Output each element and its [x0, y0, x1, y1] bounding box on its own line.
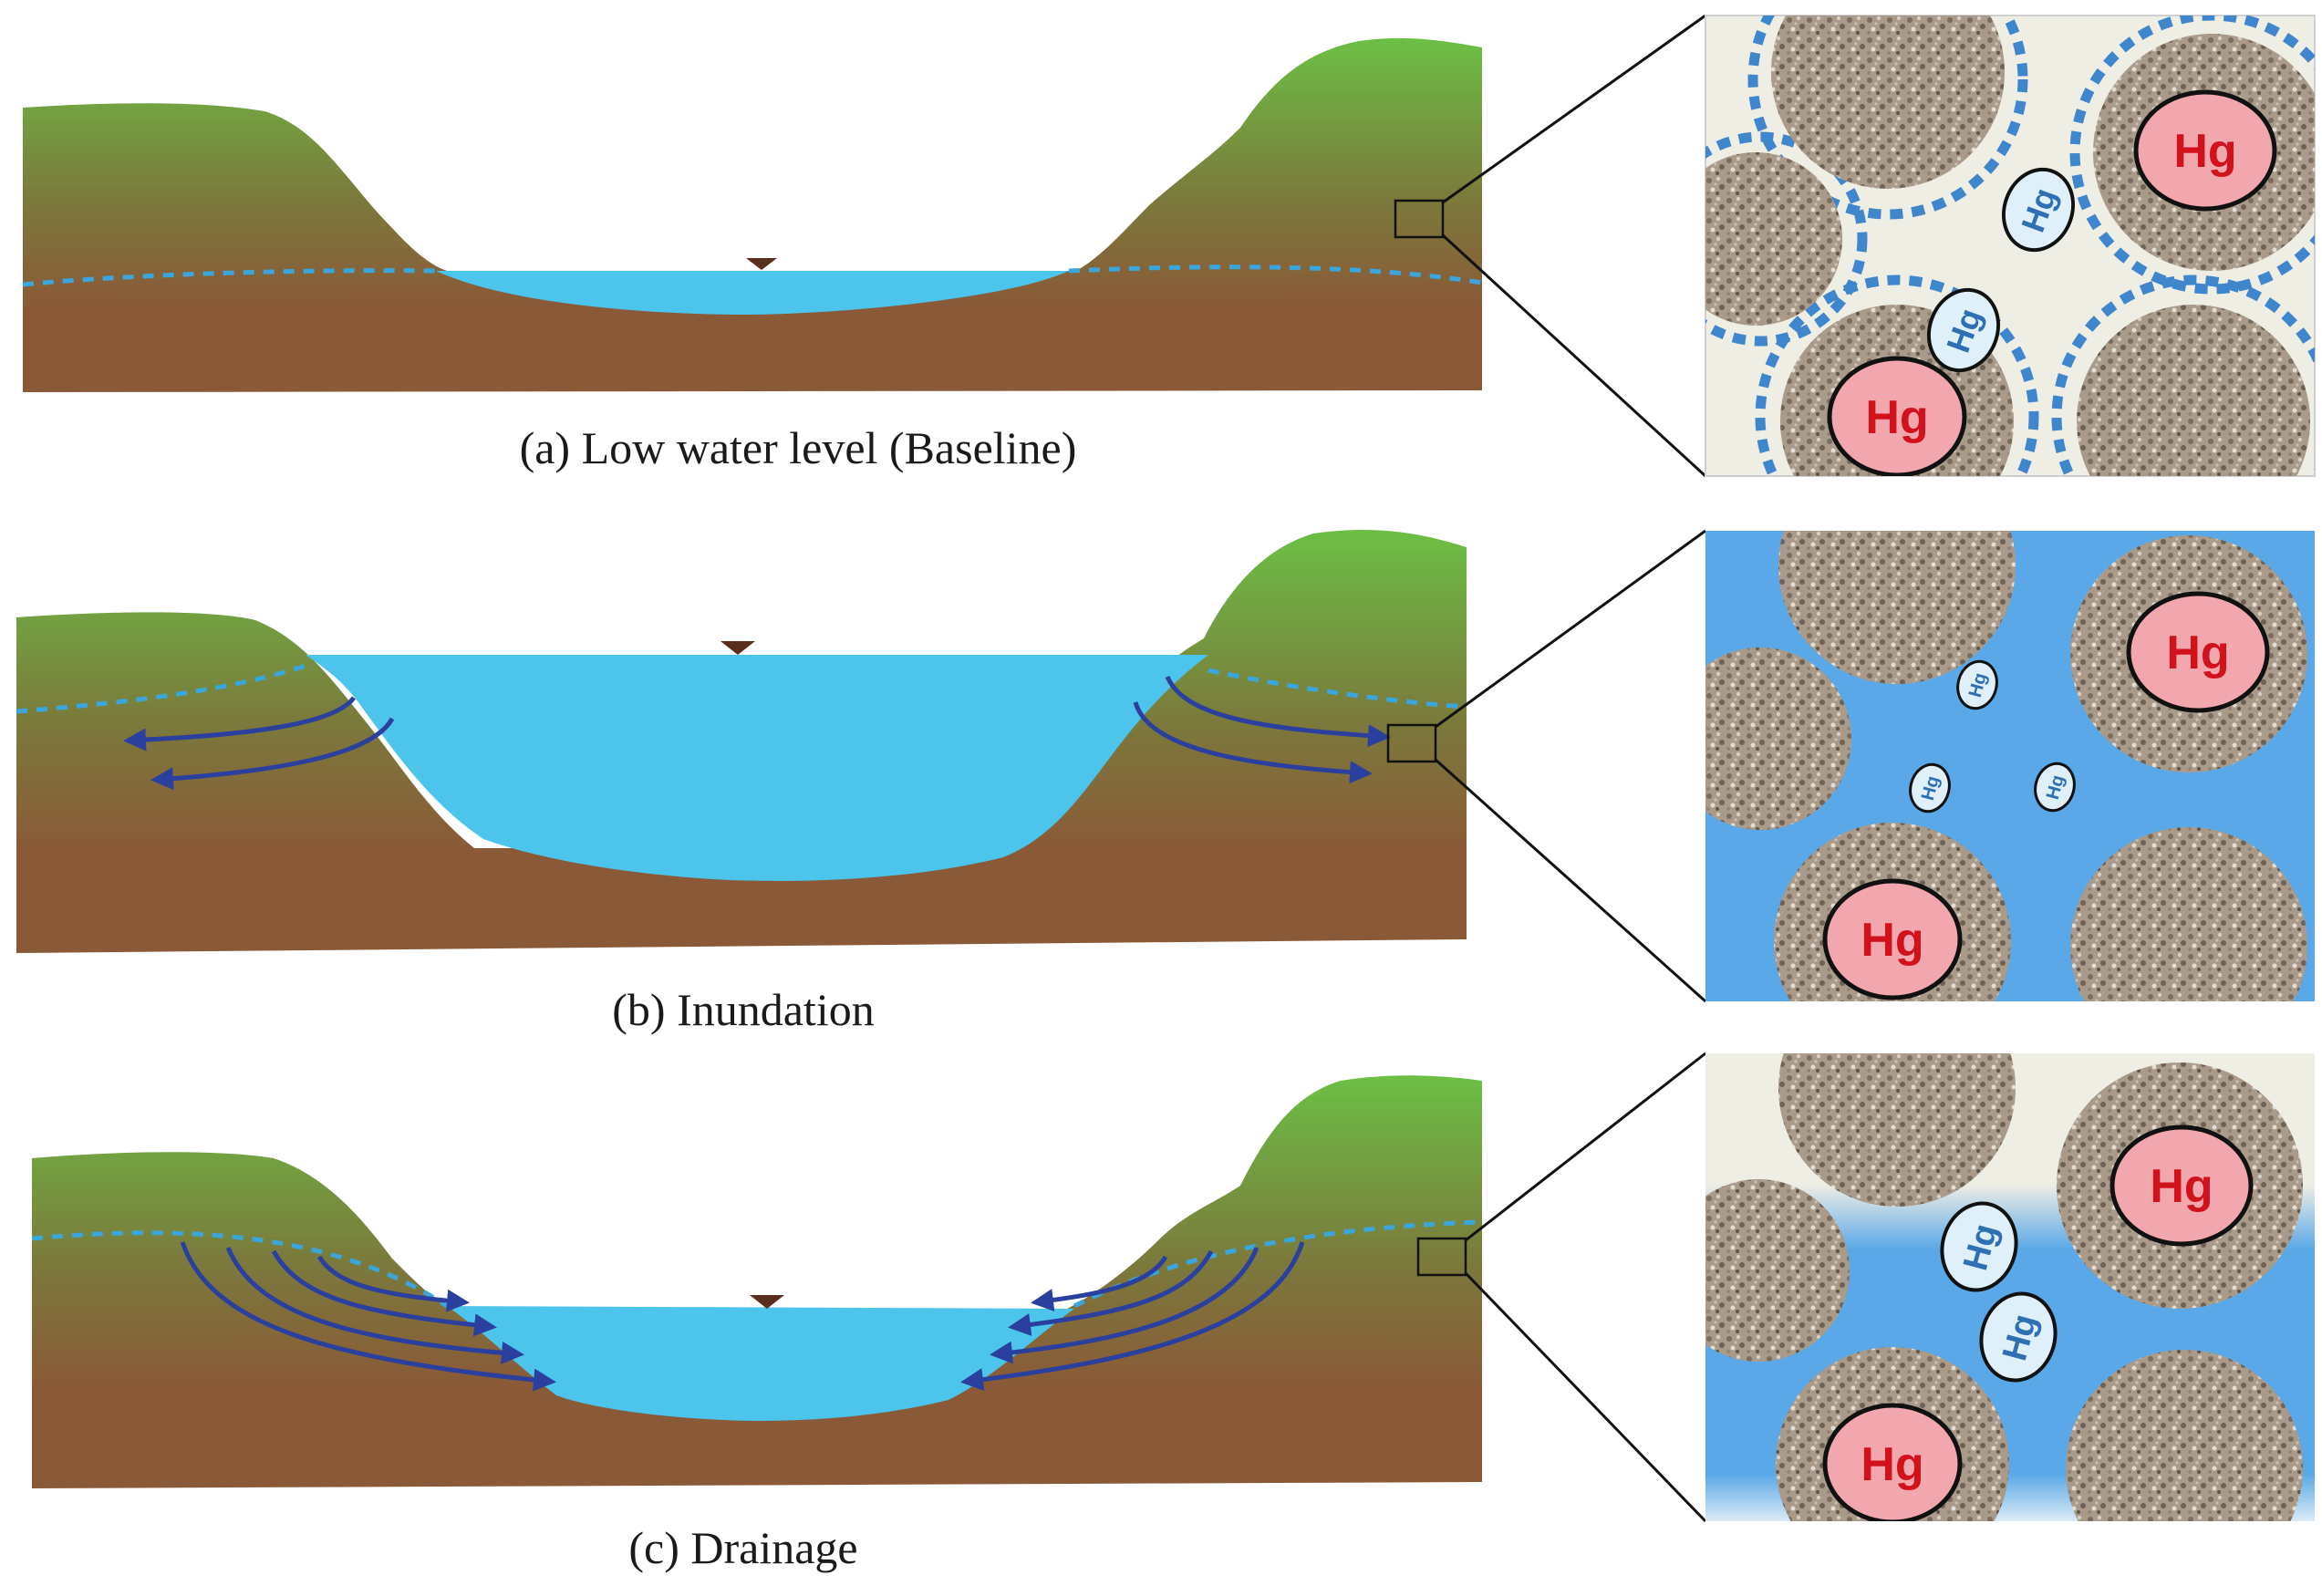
svg-text:Hg: Hg: [2150, 1160, 2213, 1213]
hg-bound-badge: Hg: [2109, 1124, 2254, 1247]
panel-c-inset: Hg Hg Hg Hg: [1705, 1053, 2315, 1521]
sand-grain: [1778, 531, 2016, 684]
panel-a-water-table: [22, 264, 1483, 287]
sand-grain: [1778, 1053, 2016, 1207]
hg-bound-badge: Hg: [1827, 356, 1967, 476]
caption-panel-b: (b) Inundation: [612, 984, 875, 1035]
flow-arrow-icon: [180, 1241, 1305, 1392]
panel-a-cross-section: [22, 14, 1707, 478]
panel-b-inset: Hg Hg Hg Hg Hg: [1705, 531, 2315, 1001]
water-level-marker-icon: [750, 1295, 784, 1309]
panel-a-inset: Hg Hg Hg Hg: [1705, 15, 2316, 477]
zoom-box-icon: [1416, 1237, 1467, 1277]
svg-text:Hg: Hg: [1865, 391, 1928, 444]
sand-grain: [1705, 152, 1842, 326]
hg-bound-badge: Hg: [1822, 878, 1963, 1000]
hg-bound-badge: Hg: [2133, 89, 2277, 212]
hg-free-ion: Hg: [1926, 287, 2001, 373]
caption-panel-a: (a) Low water level (Baseline): [519, 422, 1077, 473]
hg-free-ion: Hg: [1956, 659, 1998, 710]
flow-arrow-icon: [123, 675, 1391, 791]
sand-grain: [2066, 1350, 2303, 1521]
hg-free-ion: Hg: [2001, 167, 2076, 253]
sand-grain: [2077, 305, 2310, 476]
svg-text:Hg: Hg: [2173, 125, 2236, 178]
hg-bound-badge: Hg: [1822, 1403, 1963, 1521]
panel-b-terrain: [16, 529, 1467, 953]
panel-a-water: [436, 271, 1069, 315]
caption-panel-c: (c) Drainage: [628, 1522, 858, 1573]
sand-grain: [1705, 1179, 1850, 1362]
panel-c-water-table: [31, 1219, 1483, 1309]
svg-text:Hg: Hg: [1861, 914, 1923, 967]
svg-text:Hg: Hg: [2166, 627, 2229, 679]
hg-free-ion: Hg: [1940, 1201, 2018, 1292]
panel-b-water-table: [16, 663, 1467, 714]
zoom-box-icon: [1386, 723, 1437, 763]
hg-free-ion: Hg: [1979, 1291, 2058, 1383]
water-level-marker-icon: [746, 258, 777, 270]
hg-bound-badge: Hg: [2126, 591, 2270, 713]
panel-c-water: [447, 1306, 1074, 1421]
panel-c-terrain: [32, 1075, 1482, 1488]
sand-grain: [2070, 827, 2307, 1001]
panel-c-cross-section: [31, 1052, 1707, 1523]
hg-free-ion: Hg: [1909, 762, 1951, 814]
panel-b-cross-section: [16, 529, 1707, 1003]
zoom-box-icon: [1394, 199, 1445, 239]
panel-b-water: [306, 655, 1208, 881]
svg-text:Hg: Hg: [1861, 1438, 1923, 1491]
sand-grain: [1771, 16, 2005, 189]
sand-grain: [1705, 648, 1851, 830]
water-level-marker-icon: [720, 641, 755, 655]
hg-free-ion: Hg: [2034, 762, 2076, 813]
panel-a-terrain: [23, 37, 1482, 393]
